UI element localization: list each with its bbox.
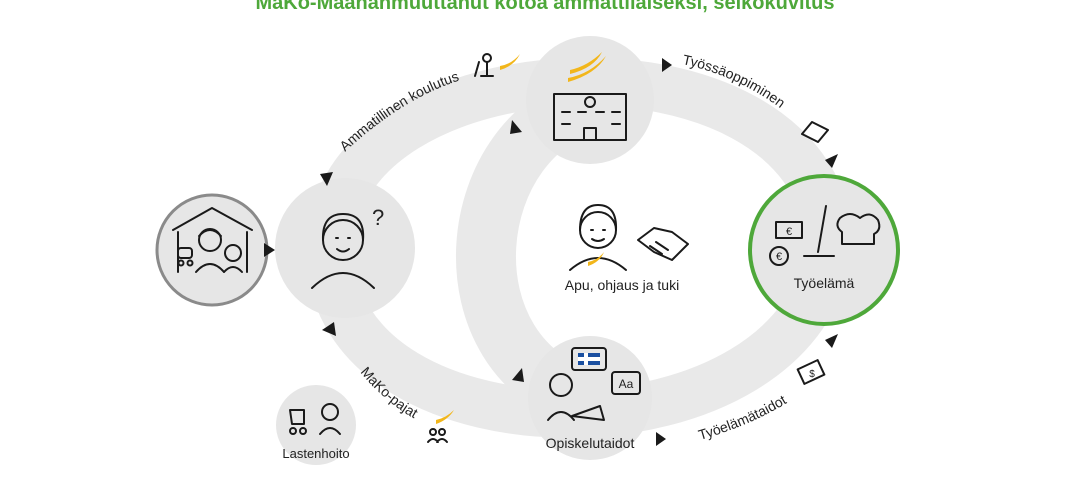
worklife-node: € € Työelämä xyxy=(748,174,900,326)
svg-text:$: $ xyxy=(809,369,815,380)
childcare-node: Lastenhoito xyxy=(276,385,356,465)
arrow-bottom-right xyxy=(656,432,666,446)
arrow-into-center-top xyxy=(510,120,522,134)
certificate-icon: $ xyxy=(796,359,826,385)
student-icon xyxy=(549,373,573,397)
chef-hat-icon xyxy=(836,213,881,245)
group-icon xyxy=(427,410,454,443)
arrow-home-to-person xyxy=(264,243,275,257)
school-node xyxy=(526,36,654,164)
child-icon xyxy=(224,244,242,262)
study-skills-node: Aa Opiskelutaidot xyxy=(528,336,652,460)
study-skills-label: Opiskelutaidot xyxy=(546,435,635,451)
arrow-top-right xyxy=(662,58,672,72)
cleaner-icon xyxy=(474,53,520,77)
svg-text:€: € xyxy=(786,226,792,238)
arrow-to-worklife-bottom xyxy=(825,334,838,348)
arrow-up-left xyxy=(320,172,333,186)
support-label: Apu, ohjaus ja tuki xyxy=(565,277,679,293)
childcare-label: Lastenhoito xyxy=(282,446,349,461)
helper-icon xyxy=(579,211,617,249)
worklife-label: Työelämä xyxy=(794,275,855,291)
wing-logo-icon xyxy=(568,56,606,82)
person-node: ? xyxy=(275,178,415,318)
speech-bubble-icon xyxy=(571,347,607,371)
arrow-down-left xyxy=(322,322,336,336)
svg-text:€: € xyxy=(776,251,782,263)
school-building-icon xyxy=(553,93,627,141)
question-mark: ? xyxy=(372,205,384,230)
coin-icon xyxy=(769,246,789,266)
parent-icon xyxy=(321,403,339,421)
language-icon: Aa xyxy=(619,377,634,391)
laptop-icon xyxy=(571,405,605,421)
mop-icon xyxy=(803,205,835,257)
arrow-into-center-bottom xyxy=(512,368,524,382)
worker-icon xyxy=(801,121,829,143)
home-node xyxy=(155,193,269,307)
support-center: Apu, ohjaus ja tuki xyxy=(565,204,689,293)
stroller-icon xyxy=(177,247,193,259)
diagram-title: MaKo-Maahanmuuttanut kotoa ammattilaisek… xyxy=(255,0,834,14)
banknote-icon xyxy=(775,221,803,239)
arrow-to-worklife-top xyxy=(825,154,838,168)
handshake-icon xyxy=(637,227,689,261)
stroller-icon xyxy=(289,409,305,425)
